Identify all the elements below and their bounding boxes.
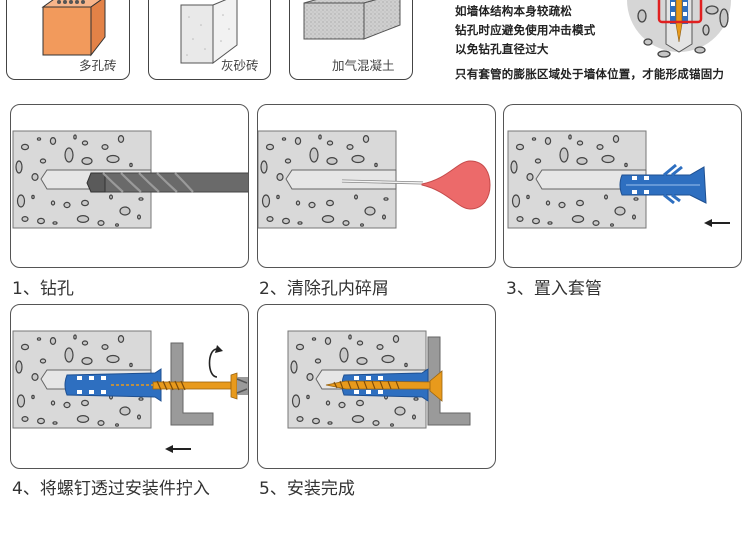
sand-lime-brick-icon [180, 0, 238, 64]
note-line-2: 钻孔时应避免使用冲击模式 [455, 23, 596, 37]
blower-bulb-icon [421, 160, 491, 210]
material-label: 灰砂砖 [221, 58, 259, 73]
rotate-icon [208, 345, 223, 378]
note-emphasis: 只有套管的膨胀区域处于墙体位置，才能形成锚固力 [455, 67, 725, 81]
step-5-caption: 5、安装完成 [259, 479, 355, 499]
step-4-caption: 4、将螺钉透过安装件拧入 [12, 479, 210, 499]
material-card-aerated-concrete: 加气混凝土 [289, 0, 413, 80]
material-label: 加气混凝土 [332, 58, 395, 73]
step-4-panel [10, 304, 249, 469]
bracket-icon [170, 342, 214, 426]
step-3-caption: 3、置入套管 [506, 279, 602, 299]
material-card-perforated-brick: 多孔砖 [6, 0, 130, 80]
installed-illustration [287, 330, 471, 429]
step-5-panel [257, 304, 496, 469]
note-line-1: 如墙体结构本身较疏松 [455, 4, 572, 18]
blower-illustration [258, 130, 491, 229]
drill-illustration [12, 130, 248, 229]
drill-bit-icon [86, 172, 248, 193]
aerated-concrete-block-icon [303, 0, 401, 40]
bracket-icon [427, 336, 471, 426]
anchor-detail-callout [627, 0, 731, 58]
screw-illustration [12, 330, 248, 453]
highlight-box [657, 0, 703, 24]
step-2-panel [257, 104, 496, 268]
screw-icon [111, 372, 238, 400]
step-2-caption: 2、清除孔内碎屑 [259, 279, 389, 299]
arrow-left-icon [704, 219, 730, 227]
material-label: 多孔砖 [79, 58, 117, 73]
sleeve-illustration [507, 130, 730, 229]
material-card-sand-lime-brick: 灰砂砖 [148, 0, 271, 80]
step-3-panel [503, 104, 742, 268]
perforated-brick-icon [41, 0, 106, 57]
arrow-left-icon [165, 445, 191, 453]
step-1-caption: 1、钻孔 [12, 279, 74, 299]
step-1-panel [10, 104, 249, 268]
screw-icon [325, 370, 443, 402]
note-line-3: 以免钻孔直径过大 [455, 42, 549, 56]
screwdriver-tip-icon [236, 377, 248, 395]
anchor-sleeve-icon [619, 163, 707, 205]
